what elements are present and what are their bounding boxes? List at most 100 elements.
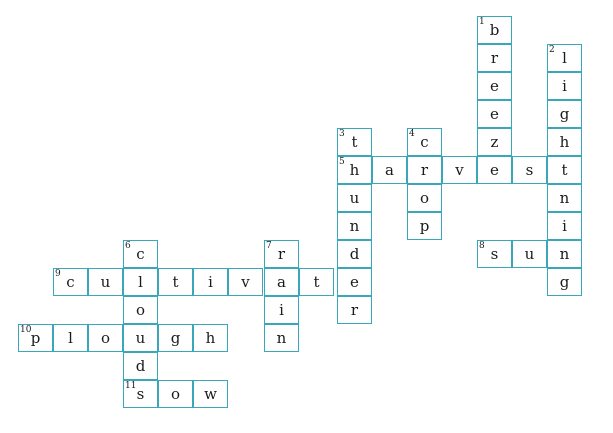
crossword-cell[interactable]: n bbox=[264, 324, 299, 352]
cell-letter: e bbox=[490, 161, 499, 179]
crossword-cell[interactable]: o bbox=[88, 324, 123, 352]
crossword-cell[interactable]: e bbox=[337, 268, 372, 296]
crossword-cell[interactable]: l bbox=[53, 324, 88, 352]
cell-letter: u bbox=[524, 245, 535, 263]
crossword-cell[interactable]: u bbox=[337, 184, 372, 212]
crossword-cell[interactable]: i bbox=[547, 212, 582, 240]
crossword-cell[interactable]: a bbox=[264, 268, 299, 296]
clue-number: 5 bbox=[339, 157, 345, 167]
crossword-cell[interactable]: v bbox=[228, 268, 263, 296]
cell-letter: t bbox=[172, 273, 179, 291]
crossword-cell[interactable]: r bbox=[477, 44, 512, 72]
crossword-cell[interactable]: h bbox=[193, 324, 228, 352]
crossword-cell[interactable]: n bbox=[337, 212, 372, 240]
crossword-cell[interactable]: r bbox=[407, 156, 442, 184]
crossword-cell[interactable]: t bbox=[547, 156, 582, 184]
crossword-cell[interactable]: i bbox=[264, 296, 299, 324]
cell-letter: o bbox=[100, 329, 111, 347]
crossword-cell[interactable]: o bbox=[407, 184, 442, 212]
crossword-cell[interactable]: o bbox=[123, 296, 158, 324]
crossword-cell[interactable]: t bbox=[158, 268, 193, 296]
crossword-cell[interactable]: u bbox=[512, 240, 547, 268]
crossword-cell[interactable]: g bbox=[158, 324, 193, 352]
clue-number: 9 bbox=[55, 269, 61, 279]
crossword-cell[interactable]: u bbox=[123, 324, 158, 352]
cell-letter: t bbox=[561, 161, 568, 179]
crossword-cell[interactable]: e bbox=[477, 100, 512, 128]
crossword-cell[interactable]: e bbox=[477, 156, 512, 184]
crossword-cell[interactable]: i bbox=[193, 268, 228, 296]
clue-number: 10 bbox=[20, 325, 32, 335]
crossword-cell[interactable]: o bbox=[158, 380, 193, 408]
cell-letter: n bbox=[349, 217, 360, 235]
cell-letter: b bbox=[489, 21, 500, 39]
crossword-cell[interactable]: e bbox=[477, 72, 512, 100]
cell-letter: n bbox=[276, 329, 287, 347]
cell-letter: i bbox=[562, 217, 567, 235]
crossword-cell[interactable]: u bbox=[88, 268, 123, 296]
cell-letter: s bbox=[136, 385, 145, 403]
cell-letter: p bbox=[30, 329, 41, 347]
cell-letter: h bbox=[205, 329, 216, 347]
crossword-cell[interactable]: z bbox=[477, 128, 512, 156]
crossword-cell[interactable]: g bbox=[547, 268, 582, 296]
cell-letter: l bbox=[562, 49, 567, 67]
crossword-cell[interactable]: g bbox=[547, 100, 582, 128]
clue-number: 7 bbox=[266, 241, 272, 251]
cell-letter: t bbox=[313, 273, 320, 291]
cell-letter: s bbox=[490, 245, 499, 263]
crossword-cell[interactable]: d bbox=[337, 240, 372, 268]
cell-letter: e bbox=[350, 273, 359, 291]
cell-letter: h bbox=[349, 161, 360, 179]
cell-letter: g bbox=[559, 273, 570, 291]
cell-letter: r bbox=[420, 161, 429, 179]
crossword-cell[interactable]: l bbox=[123, 268, 158, 296]
crossword-cell[interactable]: a bbox=[372, 156, 407, 184]
crossword-cell[interactable]: n bbox=[547, 240, 582, 268]
crossword-cell[interactable]: s bbox=[512, 156, 547, 184]
crossword-cell[interactable]: t bbox=[299, 268, 334, 296]
crossword-cell[interactable]: n bbox=[547, 184, 582, 212]
cell-letter: i bbox=[279, 301, 284, 319]
cell-letter: c bbox=[136, 245, 145, 263]
clue-number: 8 bbox=[479, 241, 485, 251]
cell-letter: p bbox=[419, 217, 430, 235]
cell-letter: u bbox=[349, 189, 360, 207]
cell-letter: v bbox=[455, 161, 464, 179]
crossword-cell[interactable]: r bbox=[337, 296, 372, 324]
clue-number: 6 bbox=[125, 241, 131, 251]
cell-letter: n bbox=[559, 245, 570, 263]
cell-letter: a bbox=[385, 161, 394, 179]
crossword-cell[interactable]: d bbox=[123, 352, 158, 380]
crossword-cell[interactable]: h bbox=[547, 128, 582, 156]
cell-letter: v bbox=[241, 273, 250, 291]
crossword-cell[interactable]: w bbox=[193, 380, 228, 408]
cell-letter: s bbox=[525, 161, 534, 179]
cell-letter: d bbox=[349, 245, 360, 263]
cell-letter: r bbox=[277, 245, 286, 263]
clue-number: 1 bbox=[479, 17, 485, 27]
cell-letter: g bbox=[170, 329, 181, 347]
cell-letter: d bbox=[135, 357, 146, 375]
cell-letter: g bbox=[559, 105, 570, 123]
crossword-cell[interactable]: i bbox=[547, 72, 582, 100]
crossword-cell[interactable]: p bbox=[407, 212, 442, 240]
cell-letter: u bbox=[135, 329, 146, 347]
cell-letter: e bbox=[490, 77, 499, 95]
crossword-cell[interactable]: v bbox=[442, 156, 477, 184]
cell-letter: r bbox=[350, 301, 359, 319]
cell-letter: e bbox=[490, 105, 499, 123]
cell-letter: l bbox=[68, 329, 73, 347]
